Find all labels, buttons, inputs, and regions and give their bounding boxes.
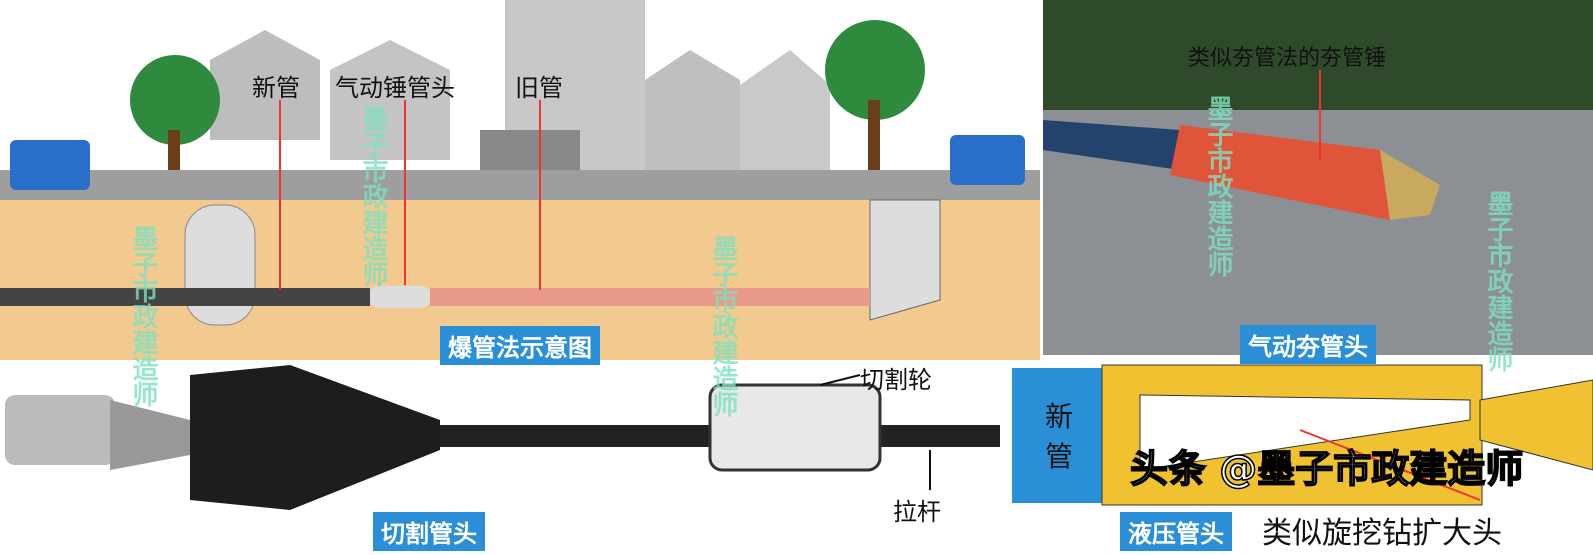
label-old-pipe: 旧管 <box>515 74 563 102</box>
hydraulic-note: 类似旋挖钻扩大头 <box>1262 516 1502 551</box>
caption-cutter: 切割管头 <box>373 512 485 551</box>
label-rammer: 类似夯管法的夯管锤 <box>1188 46 1387 71</box>
watermark: 墨子市政建造师 <box>1483 190 1513 372</box>
hydraulic-head <box>1012 364 1593 506</box>
label-pneumatic-head: 气动锤管头 <box>335 74 455 102</box>
caption-hydraulic: 液压管头 <box>1120 512 1232 551</box>
cutter-tool <box>5 365 1000 510</box>
burst-diagram <box>0 0 1040 360</box>
caption-burst: 爆管法示意图 <box>440 326 600 365</box>
watermark: 墨子市政建造师 <box>708 235 738 417</box>
watermark: 墨子市政建造师 <box>358 105 388 287</box>
watermark: 墨子市政建造师 <box>128 225 158 407</box>
pneumatic-photo <box>1043 0 1593 355</box>
label-pull-rod: 拉杆 <box>893 498 941 526</box>
watermark: 墨子市政建造师 <box>1203 95 1233 277</box>
label-new-pipe: 新管 <box>252 74 300 102</box>
brand-watermark: 头条 @墨子市政建造师 <box>1129 446 1524 492</box>
caption-pneumatic: 气动夯管头 <box>1240 325 1376 364</box>
label-hydraulic-new-pipe: 新管 <box>1045 400 1074 473</box>
label-cutting-wheel: 切割轮 <box>860 366 932 394</box>
